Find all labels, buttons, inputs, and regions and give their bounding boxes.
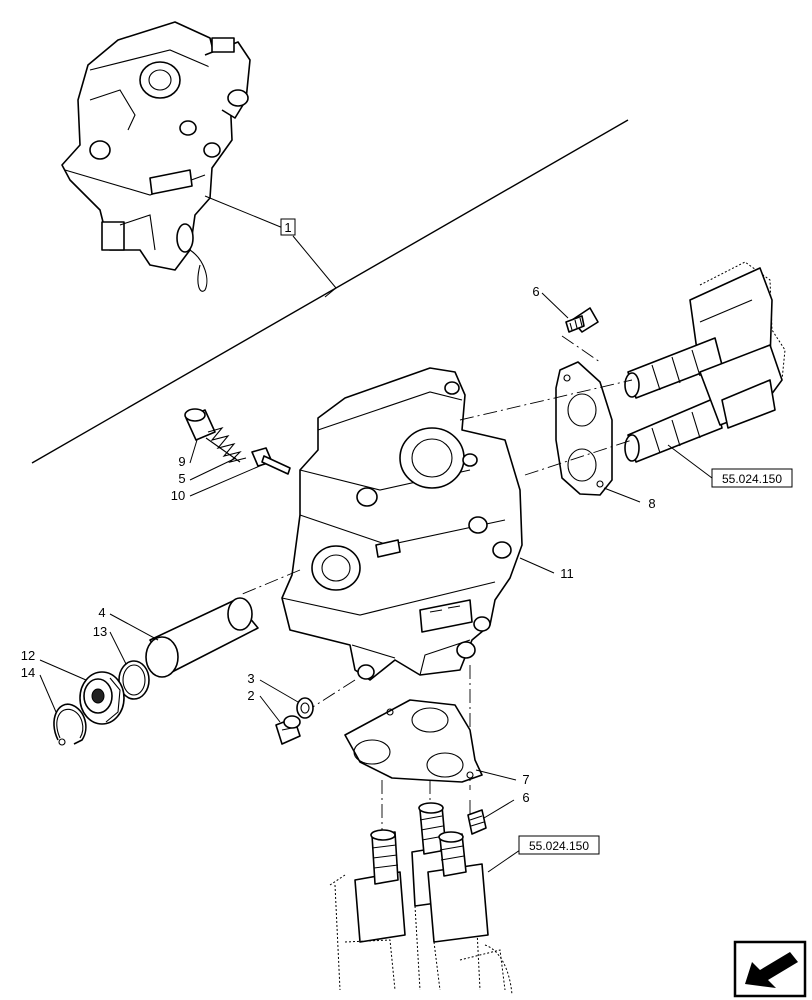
separator-line	[31, 119, 629, 464]
plug-9	[184, 408, 216, 441]
callout-8: 8	[648, 496, 655, 511]
callout-14: 14	[21, 665, 35, 680]
callout-11: 11	[560, 566, 574, 581]
callout-6-lower: 6	[522, 790, 529, 805]
lower-reference-label[interactable]: 55.024.150	[529, 839, 589, 853]
oring-13	[118, 660, 150, 700]
upper-reference[interactable]: 55.024.150	[667, 444, 793, 488]
callout-10: 10	[171, 488, 185, 503]
callout-9: 9	[178, 454, 185, 469]
sleeve-4	[145, 597, 259, 678]
washer-3	[296, 697, 314, 719]
gasket-upper	[555, 361, 613, 496]
callout-labels: 6 9 5 10 8 11 4 13 12 14 3 2 7	[21, 284, 656, 819]
callout-3: 3	[247, 671, 254, 686]
callout-6-upper: 6	[532, 284, 539, 299]
valve-cartridges-lower	[329, 802, 513, 996]
pin-10	[251, 447, 291, 475]
plug-12	[79, 671, 125, 725]
upper-reference-label[interactable]: 55.024.150	[722, 472, 782, 486]
gasket-lower	[344, 699, 483, 783]
circlip-14	[53, 703, 87, 746]
spring-5	[205, 426, 247, 464]
callout-1: 1	[204, 195, 337, 298]
lower-reference[interactable]: 55.024.150	[487, 835, 600, 873]
valve-block	[281, 367, 523, 681]
callout-4: 4	[98, 605, 105, 620]
plug-2	[275, 715, 301, 745]
page-arrow-icon[interactable]	[733, 940, 807, 998]
callout-1-label: 1	[284, 220, 291, 235]
assembly-thumbnail	[61, 21, 251, 292]
callout-12: 12	[21, 648, 35, 663]
callout-13: 13	[93, 624, 107, 639]
callout-5: 5	[178, 471, 185, 486]
callout-7: 7	[522, 772, 529, 787]
screw-upper	[565, 307, 599, 333]
callout-2: 2	[247, 688, 254, 703]
screw-lower	[467, 809, 487, 835]
valve-cartridges-upper	[624, 261, 786, 463]
